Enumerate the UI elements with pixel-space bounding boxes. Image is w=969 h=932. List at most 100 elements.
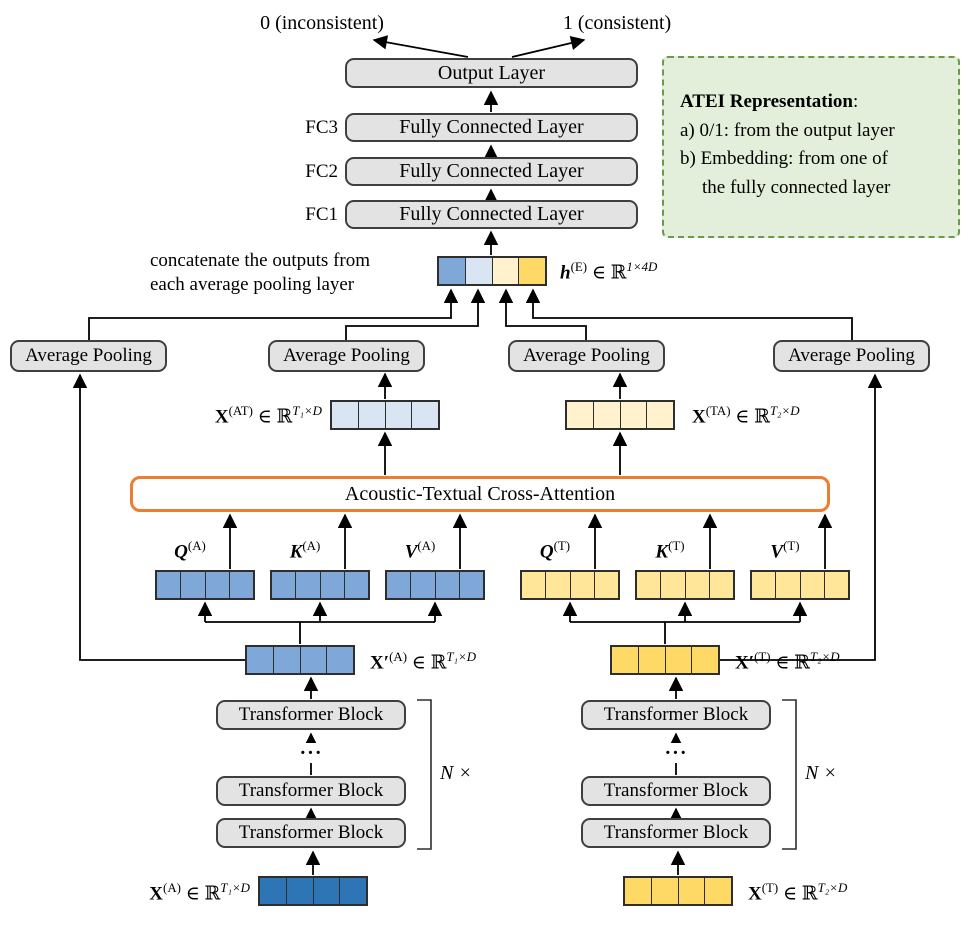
transformer-block-a-bottom: Transformer Block: [216, 818, 406, 848]
x-prime-t-label: X′(T) ∈ ℝT₂×D: [735, 649, 915, 674]
strip-cell: [594, 402, 621, 428]
strip-cell: [621, 402, 648, 428]
q-a-label: Q(A): [155, 538, 225, 563]
strip-cell: [436, 572, 460, 598]
strip-cell: [327, 647, 353, 673]
v-a-strip: [385, 570, 485, 600]
average-pooling-2-box: Average Pooling: [268, 340, 425, 372]
k-a-sup: (A): [302, 538, 321, 553]
note-line-a: a) 0/1: from the output layer: [680, 119, 895, 141]
strip-cell: [359, 402, 386, 428]
strip-cell: [230, 572, 253, 598]
note-line-b: b) Embedding: from one of: [680, 148, 888, 169]
h-e-sup: (E): [570, 259, 588, 274]
strip-cell: [314, 878, 341, 904]
h-e-label: h(E) ∈ ℝ1×4D: [560, 259, 750, 284]
fc2-box: Fully Connected Layer: [345, 157, 638, 186]
x-t-set: ∈ ℝ: [778, 883, 818, 905]
repeat-brackets: [417, 699, 797, 850]
note-line-b-cont: the fully connected layer: [702, 176, 891, 198]
transformer-block-t-bottom: Transformer Block: [581, 818, 771, 848]
q-t-sup: (T): [553, 538, 571, 553]
average-pooling-1-box: Average Pooling: [10, 340, 167, 372]
x-at-var: X: [214, 406, 229, 428]
repeat-count-t: N ×: [805, 762, 837, 784]
x-ta-set: ∈ ℝ: [730, 406, 770, 428]
strip-cell: [639, 647, 666, 673]
x-a-set: ∈ ℝ: [180, 883, 221, 905]
strip-cell: [332, 402, 359, 428]
strip-cell: [272, 572, 297, 598]
strip-cell: [661, 572, 686, 598]
strip-cell: [301, 647, 328, 673]
transformer-block-t-mid: Transformer Block: [581, 776, 771, 806]
x-prime-a-var: X′: [370, 652, 390, 674]
strip-cell: [260, 878, 287, 904]
x-ta-exp: T₂×D: [769, 403, 800, 418]
average-pooling-4-label: Average Pooling: [788, 345, 915, 366]
x-prime-a-sup: (A): [389, 649, 407, 664]
ellipsis-t: ···: [661, 743, 691, 763]
x-prime-t-set: ∈ ℝ: [770, 652, 810, 674]
strip-cell: [287, 878, 314, 904]
v-t-strip: [750, 570, 850, 600]
strip-cell: [612, 647, 639, 673]
note-title-line: ATEI Representation:: [680, 88, 942, 117]
concat-cell-textual: [519, 258, 545, 284]
concat-cell-acoustic: [439, 258, 466, 284]
concat-cell-textual-acoustic: [492, 258, 520, 284]
strip-cell: [595, 572, 618, 598]
strip-cell: [546, 572, 571, 598]
strip-cell: [345, 572, 368, 598]
strip-cell: [567, 402, 594, 428]
x-t-var: X: [748, 883, 762, 905]
strip-cell: [776, 572, 801, 598]
x-at-exp: T₁×D: [292, 403, 322, 418]
strip-cell: [801, 572, 825, 598]
transformer-block-label: Transformer Block: [238, 780, 384, 801]
note-title-suffix: :: [852, 91, 859, 112]
q-t-var: Q: [539, 541, 554, 563]
k-t-sup: (T): [668, 538, 685, 553]
concat-caption-line1: concatenate the outputs from: [150, 250, 371, 271]
v-a-var: V: [404, 541, 418, 563]
strip-cell: [666, 647, 693, 673]
repeat-count-a: N ×: [440, 762, 472, 784]
ellipsis-a: ···: [296, 743, 326, 763]
concat-caption-line2: each average pooling layer: [150, 274, 355, 296]
x-at-set: ∈ ℝ: [252, 406, 293, 428]
concat-embedding-strip: [437, 256, 547, 286]
strip-cell: [692, 647, 718, 673]
x-at-sup: (AT): [228, 403, 253, 418]
note-title: ATEI Representation: [680, 91, 853, 112]
strip-cell: [679, 878, 706, 904]
cross-attention-label: Acoustic-Textual Cross-Attention: [344, 482, 616, 505]
x-at-label: X(AT) ∈ ℝT₁×D: [148, 403, 322, 428]
transformer-block-label: Transformer Block: [603, 780, 749, 801]
x-prime-t-var: X′: [735, 652, 755, 674]
k-t-var: K: [655, 541, 669, 563]
average-pooling-3-box: Average Pooling: [508, 340, 665, 372]
x-at-strip: [330, 400, 440, 430]
transformer-block-a-top: Transformer Block: [216, 700, 406, 730]
strip-cell: [647, 402, 673, 428]
h-e-exp: 1×4D: [626, 259, 658, 274]
q-t-label: Q(T): [520, 538, 590, 563]
fc1-box: Fully Connected Layer: [345, 200, 638, 229]
x-t-strip: [623, 876, 733, 906]
atei-note-box: ATEI Representation: a) 0/1: from the ou…: [662, 56, 960, 238]
average-pooling-2-label: Average Pooling: [283, 345, 410, 366]
average-pooling-1-label: Average Pooling: [25, 345, 152, 366]
q-a-strip: [155, 570, 255, 600]
transformer-block-a-mid: Transformer Block: [216, 776, 406, 806]
strip-cell: [652, 878, 679, 904]
transformer-block-label: Transformer Block: [238, 822, 384, 843]
strip-cell: [206, 572, 230, 598]
v-a-sup: (A): [417, 538, 436, 553]
k-a-strip: [270, 570, 370, 600]
q-t-strip: [520, 570, 620, 600]
strip-cell: [274, 647, 301, 673]
x-a-exp: T₁×D: [220, 880, 250, 895]
